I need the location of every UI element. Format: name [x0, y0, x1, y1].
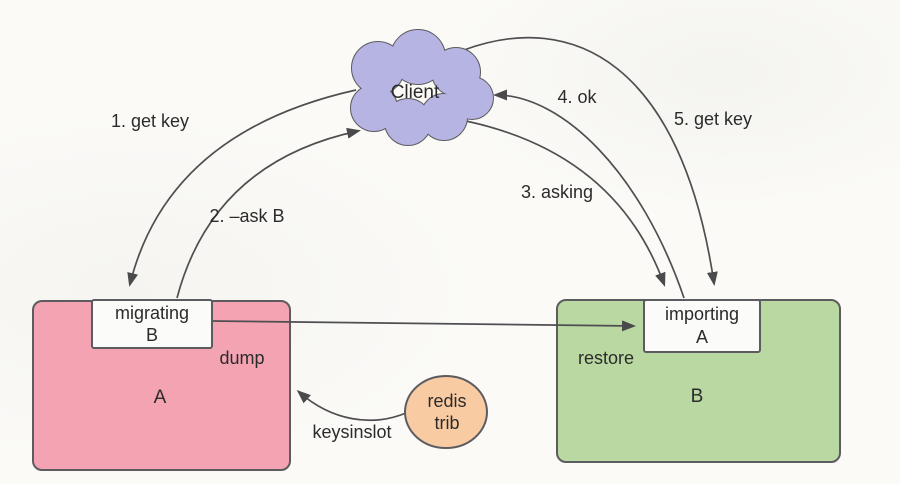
redis-trib-label-line2: trib — [434, 413, 459, 433]
node-b-label: B — [691, 386, 704, 407]
step1-label: 1. get key — [111, 111, 189, 131]
client-cloud-fill — [351, 30, 493, 145]
arrow-step1-client-to-a — [127, 89, 357, 287]
importing-slot-label-line2: A — [696, 327, 708, 347]
step5-label: 5. get key — [674, 109, 752, 129]
arrow-dump-restore — [212, 320, 636, 332]
arrow-step3-client-to-b — [465, 120, 666, 287]
arrow-step4-b-to-client — [493, 89, 685, 299]
node-a-label: A — [154, 387, 167, 408]
importing-slot-box — [643, 299, 761, 353]
importing-slot-label-line1: importing — [665, 304, 739, 324]
step2-label: 2. –ask B — [209, 206, 284, 226]
step3-label: 3. asking — [521, 182, 593, 202]
migrating-slot-label-line2: B — [146, 325, 158, 345]
redis-trib-circle — [404, 375, 488, 449]
restore-label: restore — [578, 348, 634, 368]
migrating-slot-box — [91, 299, 213, 349]
migrating-slot-label-line1: migrating — [115, 303, 189, 323]
step4-label: 4. ok — [557, 87, 597, 107]
arrow-keysinslot — [296, 390, 407, 422]
dump-label: dump — [219, 348, 264, 368]
arrow-step2-a-to-client — [176, 127, 361, 299]
arrow-step5-client-to-b — [463, 36, 718, 286]
arrow-group — [127, 36, 718, 422]
redis-trib-label-line1: redis — [427, 391, 466, 411]
keysinslot-label: keysinslot — [312, 422, 391, 442]
client-label: Client — [391, 82, 440, 103]
